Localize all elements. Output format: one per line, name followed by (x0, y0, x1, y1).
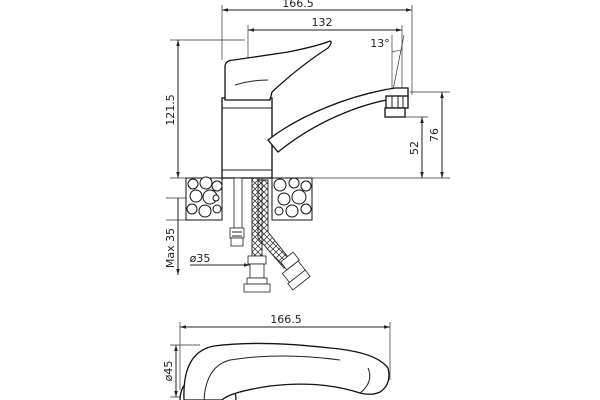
max-thickness-label: Max 35 (164, 228, 177, 268)
spout-angle-label: 13° (370, 37, 390, 50)
total-height-label: 121.5 (164, 94, 177, 126)
side-elevation-view: 166.5 132 13° 121.5 76 52 Max 35 ø35 (164, 0, 450, 293)
spout-angle-arc (391, 50, 402, 53)
countertop-section (185, 176, 313, 221)
plan-lever-handle (183, 342, 390, 400)
aerator-height-label: 52 (408, 141, 421, 155)
plan-length-label: 166.5 (270, 313, 302, 326)
spout-height-label: 76 (428, 128, 441, 142)
plan-view: 166.5 ø45 (162, 313, 391, 400)
hose-fitting-left (247, 255, 267, 265)
mounting-stud (233, 177, 243, 229)
tap-body (221, 97, 273, 179)
supply-hoses (243, 177, 311, 293)
overall-length-label: 166.5 (282, 0, 314, 10)
spout-angle-line-tilted (391, 34, 405, 96)
base-diameter-label: ø45 (162, 361, 175, 382)
aerator (385, 95, 409, 109)
mounting-hole-label: ø35 (190, 252, 211, 265)
lever-handle (224, 40, 332, 101)
spout-reach-label: 132 (312, 16, 333, 29)
